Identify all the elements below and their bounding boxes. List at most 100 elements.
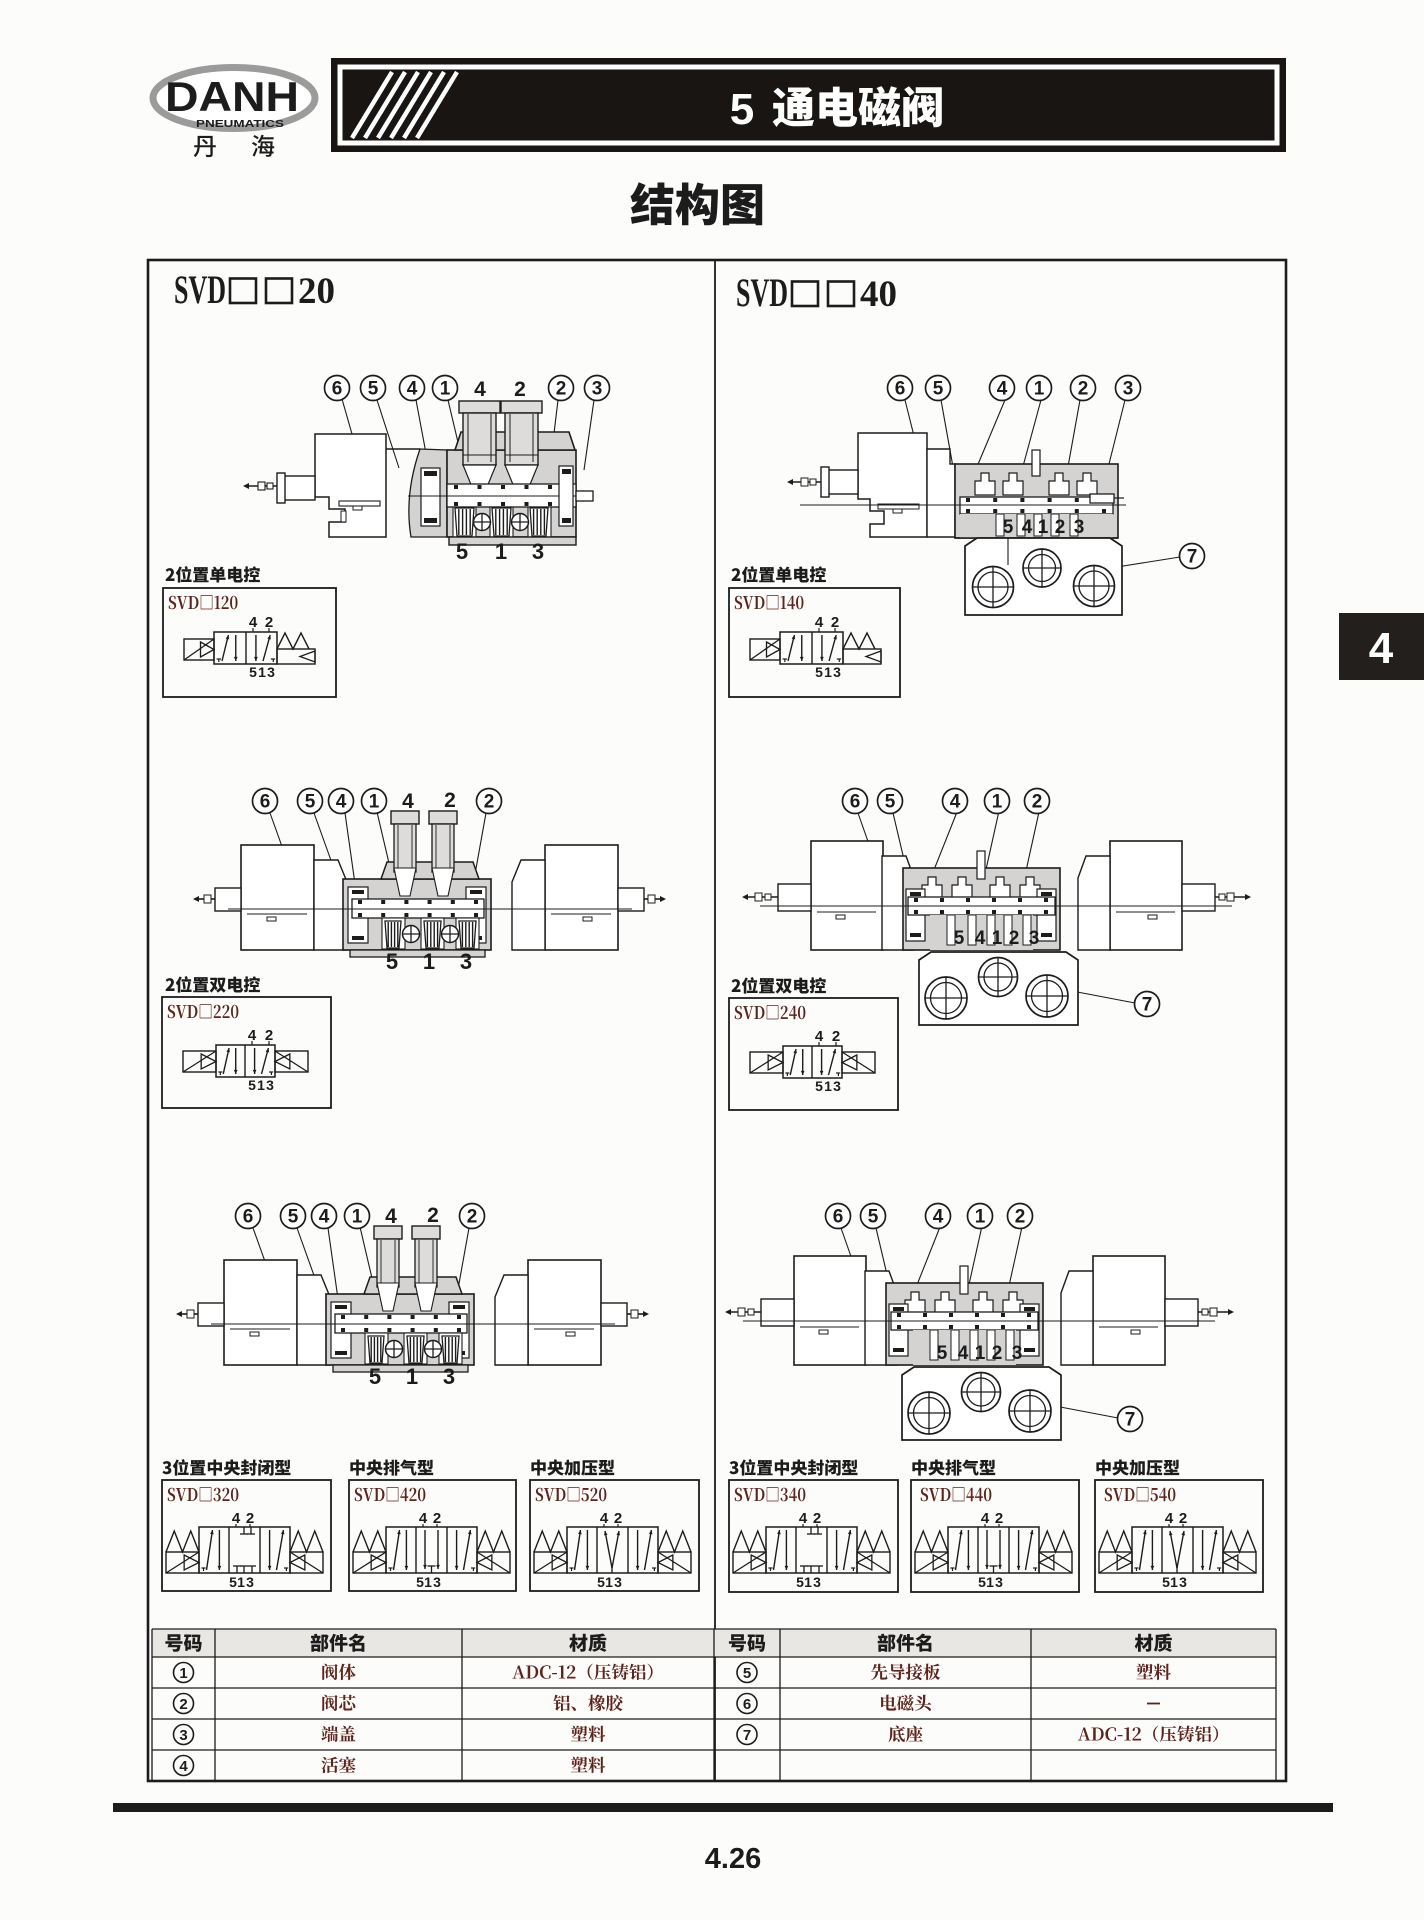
svg-text:5: 5 [386,949,398,974]
svg-text:5: 5 [597,1574,605,1590]
svg-text:2: 2 [433,1510,441,1527]
svg-text:DANH: DANH [165,73,299,120]
svg-text:4: 4 [950,792,961,813]
svg-text:6: 6 [332,379,343,400]
svg-text:1: 1 [1038,517,1049,538]
svg-text:5: 5 [1003,517,1014,538]
svg-text:4: 4 [933,1207,944,1228]
svg-text:4: 4 [232,1510,241,1527]
svg-text:1: 1 [986,1574,994,1590]
svg-text:5: 5 [305,792,316,813]
svg-text:1: 1 [1034,379,1045,400]
svg-text:4: 4 [981,1510,990,1527]
svg-text:3: 3 [833,1078,841,1094]
svg-text:5: 5 [369,1364,381,1389]
svg-text:5: 5 [730,85,754,134]
svg-text:1: 1 [424,1574,432,1590]
svg-text:2: 2 [1032,792,1043,813]
svg-text:1: 1 [423,949,435,974]
svg-text:1: 1 [495,539,507,564]
svg-text:3: 3 [1179,1574,1187,1590]
svg-text:1: 1 [1170,1574,1178,1590]
svg-text:5: 5 [288,1207,299,1228]
svg-text:4: 4 [319,1207,330,1228]
svg-text:PNEUMATICS: PNEUMATICS [196,119,284,130]
svg-text:3: 3 [532,539,544,564]
svg-text:4: 4 [249,614,258,631]
svg-text:1: 1 [440,379,451,400]
svg-text:5: 5 [743,1665,751,1682]
svg-text:2: 2 [614,1510,622,1527]
svg-text:3: 3 [246,1574,254,1590]
svg-text:3: 3 [179,1727,187,1744]
svg-text:4: 4 [1369,624,1394,673]
svg-text:2: 2 [427,1204,439,1227]
svg-text:2: 2 [1009,928,1020,949]
svg-text:1: 1 [257,1077,265,1093]
svg-text:3: 3 [592,379,603,400]
svg-text:2: 2 [992,1343,1003,1364]
svg-text:4: 4 [402,790,414,813]
svg-text:5: 5 [933,379,944,400]
svg-text:1: 1 [258,664,266,680]
svg-text:1: 1 [804,1574,812,1590]
svg-text:1: 1 [824,1078,832,1094]
svg-text:5: 5 [248,1077,256,1093]
svg-text:2: 2 [1055,517,1066,538]
svg-text:3: 3 [1123,379,1134,400]
svg-text:1: 1 [369,792,380,813]
svg-text:5: 5 [954,928,965,949]
svg-text:2: 2 [1015,1207,1026,1228]
svg-text:6: 6 [850,792,861,813]
svg-text:2: 2 [556,379,567,400]
svg-text:2: 2 [246,1510,254,1527]
svg-text:5: 5 [796,1574,804,1590]
svg-text:3: 3 [266,1077,274,1093]
svg-text:2: 2 [995,1510,1003,1527]
svg-text:5: 5 [868,1207,879,1228]
svg-text:SVD: SVD [736,270,788,315]
svg-text:3: 3 [433,1574,441,1590]
svg-text:5: 5 [937,1343,948,1364]
svg-text:5: 5 [978,1574,986,1590]
svg-text:4: 4 [975,928,986,949]
svg-text:5: 5 [249,664,257,680]
svg-text:3: 3 [443,1364,455,1389]
svg-text:1: 1 [179,1665,187,1682]
svg-text:1: 1 [975,1343,986,1364]
svg-text:4: 4 [1022,517,1033,538]
svg-text:5: 5 [456,539,468,564]
svg-text:4: 4 [958,1343,969,1364]
svg-text:5: 5 [815,1078,823,1094]
svg-text:3: 3 [833,664,841,680]
svg-text:1: 1 [992,792,1003,813]
svg-text:6: 6 [833,1207,844,1228]
svg-text:5: 5 [885,792,896,813]
svg-text:2: 2 [484,792,495,813]
svg-text:2: 2 [265,614,273,631]
svg-text:SVD: SVD [174,267,226,312]
svg-text:3: 3 [1012,1343,1023,1364]
svg-text:4: 4 [407,379,418,400]
svg-text:7: 7 [1187,547,1198,568]
svg-text:3: 3 [995,1574,1003,1590]
svg-text:4: 4 [815,614,824,631]
svg-text:1: 1 [992,928,1003,949]
svg-text:2: 2 [1078,379,1089,400]
svg-text:4: 4 [419,1510,428,1527]
svg-text:5: 5 [229,1574,237,1590]
svg-text:4.26: 4.26 [705,1843,761,1875]
svg-text:4: 4 [1165,1510,1174,1527]
svg-text:5: 5 [416,1574,424,1590]
svg-text:1: 1 [237,1574,245,1590]
svg-text:1: 1 [406,1364,418,1389]
svg-text:4: 4 [248,1027,257,1044]
svg-text:2: 2 [265,1027,273,1044]
svg-text:3: 3 [614,1574,622,1590]
svg-text:2: 2 [179,1696,187,1713]
svg-text:2: 2 [1179,1510,1187,1527]
svg-text:1: 1 [352,1207,363,1228]
svg-text:1: 1 [975,1207,986,1228]
svg-text:6: 6 [243,1207,254,1228]
svg-text:6: 6 [743,1696,751,1713]
